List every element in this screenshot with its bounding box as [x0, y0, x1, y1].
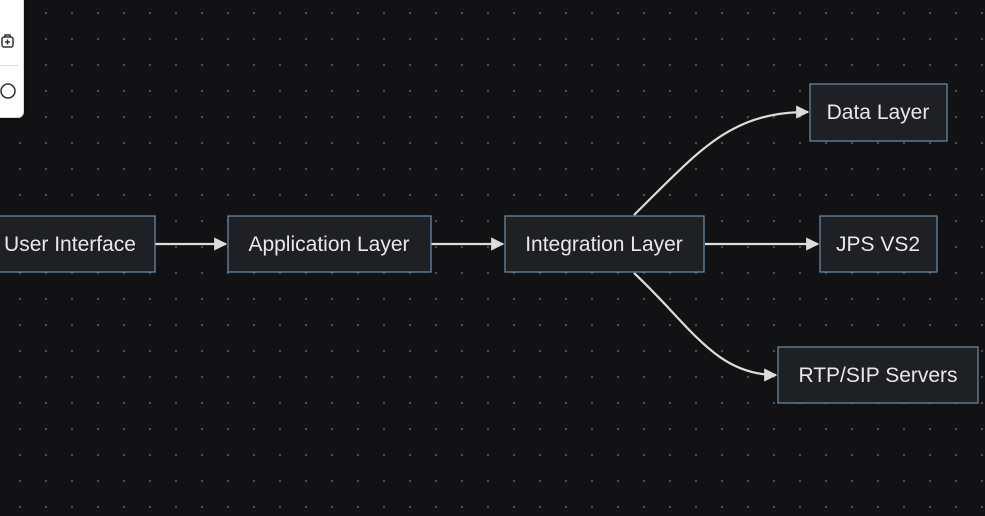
node-application-layer[interactable]: Application Layer [227, 215, 432, 273]
node-label: Integration Layer [525, 233, 683, 256]
info-button[interactable] [0, 76, 23, 106]
canvas-toolbar [0, 0, 24, 118]
node-label: User Interface [4, 233, 136, 256]
node-rtp-sip-servers[interactable]: RTP/SIP Servers [777, 346, 979, 404]
node-data-layer[interactable]: Data Layer [809, 83, 948, 142]
node-label: Application Layer [248, 233, 409, 256]
edge-integration-to-data [633, 105, 810, 216]
node-label: Data Layer [827, 101, 930, 124]
info-icon [0, 83, 16, 99]
edge-integration-to-rtp [633, 272, 778, 382]
node-label: JPS VS2 [836, 233, 920, 256]
node-label: RTP/SIP Servers [798, 364, 957, 387]
node-integration-layer[interactable]: Integration Layer [504, 215, 705, 273]
add-icon [1, 34, 14, 48]
add-node-button[interactable] [0, 26, 23, 56]
toolbar-divider [0, 65, 19, 66]
node-jps-vs2[interactable]: JPS VS2 [819, 215, 938, 273]
node-user-interface[interactable]: User Interface [0, 215, 156, 273]
